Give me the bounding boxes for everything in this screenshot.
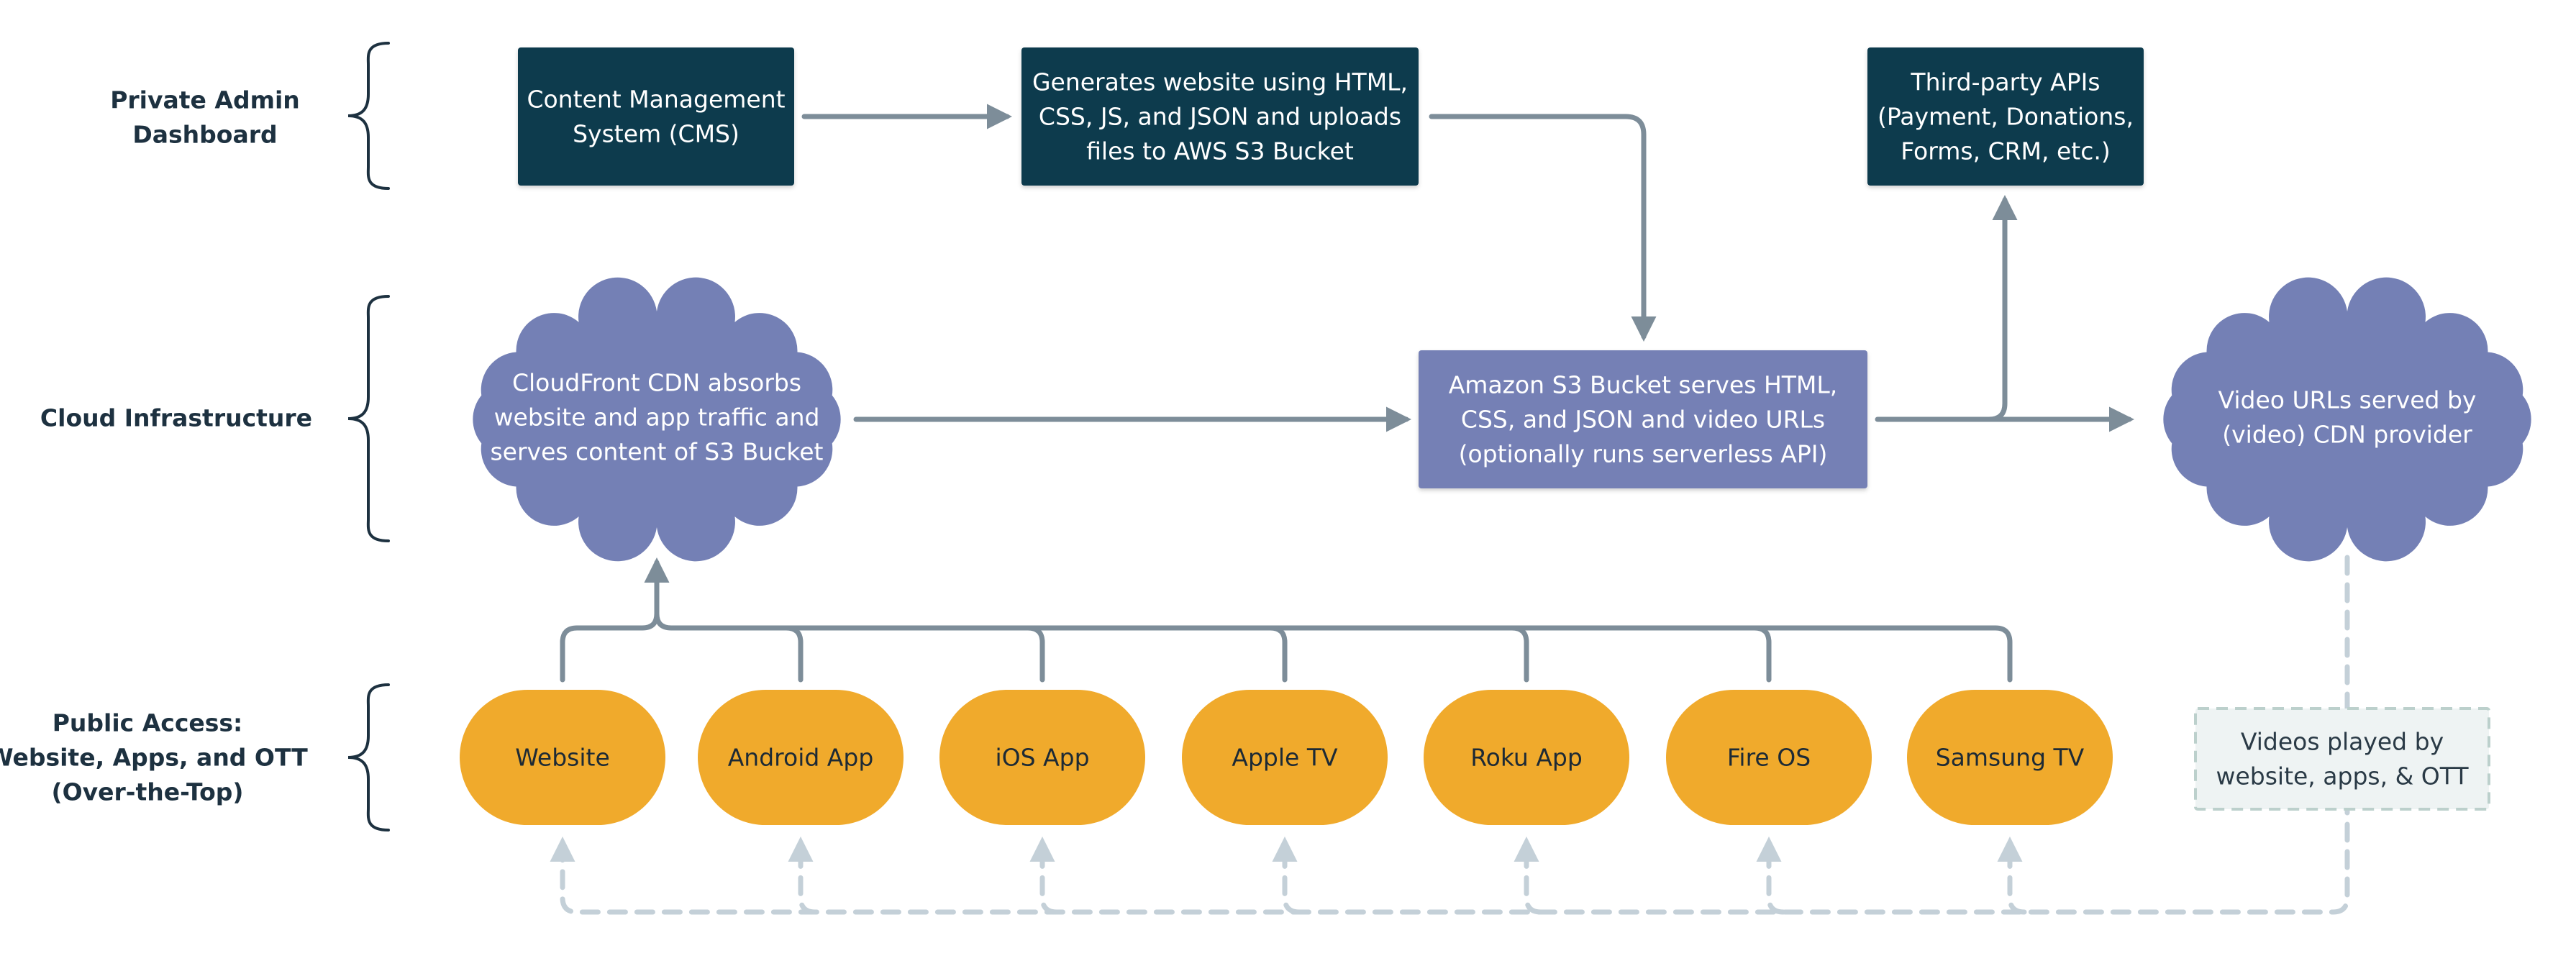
node-third_party-text-line: (Payment, Donations, (1878, 103, 2134, 131)
section-label-admin-line: Private Admin (110, 86, 300, 114)
node-video-note-text: Videos played by website, apps, & OTT (2216, 728, 2469, 790)
dashed-return-bus (550, 794, 2350, 915)
section-label-public-line: Public Access: (53, 709, 243, 737)
client-pill: iOS App (939, 690, 1145, 825)
section-label-admin-line: Dashboard (132, 121, 277, 149)
client-pill: Android App (698, 690, 904, 825)
node-video_cdn-text-line: Video URLs served by (2218, 386, 2477, 414)
client-pill-label: Roku App (1470, 744, 1583, 772)
client-pill: Roku App (1424, 690, 1629, 825)
node-video_cdn: Video URLs served by (video) CDN provider (2163, 277, 2531, 562)
node-s3-text-line: Amazon S3 Bucket serves HTML, (1449, 371, 1838, 399)
section-label-public: Public Access: Website, Apps, and OTT (Ove… (0, 709, 308, 806)
node-s3: Amazon S3 Bucket serves HTML, CSS, and JS… (1419, 350, 1867, 488)
client-pill-label: Fire OS (1727, 744, 1811, 772)
node-generator-text-line: CSS, JS, and JSON and uploads (1039, 103, 1401, 131)
client-pill-shape (460, 690, 665, 825)
node-cdn-text: CloudFront CDN absorbs website and app tr… (490, 369, 823, 466)
section-label-cloud-line: Cloud Infrastructure (40, 404, 312, 432)
section-label-cloud: Cloud Infrastructure (40, 404, 312, 432)
node-video-note-box (2194, 707, 2490, 811)
client-drop-line (1025, 625, 1045, 683)
client-pill-label: iOS App (995, 744, 1089, 772)
node-generator-text-line: Generates website using HTML, (1032, 68, 1408, 96)
client-pill: Apple TV (1182, 690, 1388, 825)
arrow-s3-to-third-party (1975, 195, 2018, 422)
section-label-public-line: Website, Apps, and OTT (0, 744, 308, 772)
node-s3-text-line: (optionally runs serverless API) (1459, 440, 1828, 468)
client-pill: Fire OS (1666, 690, 1872, 825)
node-generator-box (1021, 47, 1419, 186)
client-drop-line (783, 625, 804, 683)
client-pill-shape (939, 690, 1145, 825)
node-video-note: Videos played by website, apps, & OTT (2194, 707, 2490, 811)
node-video_cdn-text: Video URLs served by (video) CDN provider (2218, 386, 2477, 449)
dashed-return-to-client (788, 837, 818, 915)
node-third_party-box (1867, 47, 2144, 186)
node-cdn-text-line: website and app traffic and (494, 404, 820, 432)
node-s3-text-line: CSS, and JSON and video URLs (1461, 406, 1825, 434)
client-pill-shape (1666, 690, 1872, 825)
dashed-return-to-client (1514, 837, 1544, 915)
node-third_party-text-line: Forms, CRM, etc.) (1901, 137, 2110, 165)
client-drop-line (1267, 625, 1288, 683)
arrow-generator-to-s3 (1429, 114, 1657, 342)
node-cms-text-line: System (CMS) (573, 120, 739, 148)
node-third_party-text-line: Third-party APIs (1910, 68, 2100, 96)
client-pill-label: Android App (728, 744, 874, 772)
node-s3-box (1419, 350, 1867, 488)
node-video_cdn-text-line: (video) CDN provider (2222, 421, 2472, 449)
client-pill-label: Website (515, 744, 610, 772)
client-pill: Website (460, 690, 665, 825)
client-pill-shape (1182, 690, 1388, 825)
node-s3-text: Amazon S3 Bucket serves HTML, CSS, and JS… (1449, 371, 1838, 468)
dashed-return-to-client (1029, 837, 1060, 915)
node-generator-text: Generates website using HTML, CSS, JS, an… (1032, 68, 1408, 165)
node-cms-text-line: Content Management (527, 86, 785, 114)
client-drop-line (1509, 625, 1529, 683)
client-pill-label: Apple TV (1232, 744, 1338, 772)
dashed-return-to-client (1272, 837, 1302, 915)
section-brace-cloud (347, 295, 390, 542)
client-pill-shape (698, 690, 904, 825)
node-video-note-text-line: Videos played by (2241, 728, 2444, 756)
clients-bus-line (654, 611, 2013, 683)
client-pill: Samsung TV (1907, 690, 2113, 825)
node-video-note-text-line: website, apps, & OTT (2216, 762, 2469, 790)
node-generator-text-line: files to AWS S3 Bucket (1086, 137, 1354, 165)
node-third_party: Third-party APIs (Payment, Donations, Form… (1867, 47, 2144, 186)
node-video_cdn-cloud-shape (2163, 277, 2531, 562)
arrow-clients-to-cdn (560, 557, 670, 683)
section-brace-admin (347, 42, 390, 190)
client-pill-shape (1424, 690, 1629, 825)
node-cdn-cloud-shape (473, 277, 841, 562)
client-drop-line (1752, 625, 1772, 683)
dashed-return-to-client (1997, 837, 2027, 915)
dashed-return-to-client (1756, 837, 1786, 915)
node-cdn-text-line: CloudFront CDN absorbs (512, 369, 801, 397)
client-pill-label: Samsung TV (1936, 744, 2085, 772)
node-cms-box (518, 47, 794, 186)
section-label-public-line: (Over-the-Top) (52, 778, 244, 806)
node-generator: Generates website using HTML, CSS, JS, an… (1021, 47, 1419, 186)
client-pill-shape (1907, 690, 2113, 825)
node-third_party-text: Third-party APIs (Payment, Donations, Form… (1878, 68, 2134, 165)
section-brace-public (347, 683, 390, 831)
node-cdn: CloudFront CDN absorbs website and app tr… (473, 277, 841, 562)
node-cdn-text-line: serves content of S3 Bucket (490, 438, 823, 466)
